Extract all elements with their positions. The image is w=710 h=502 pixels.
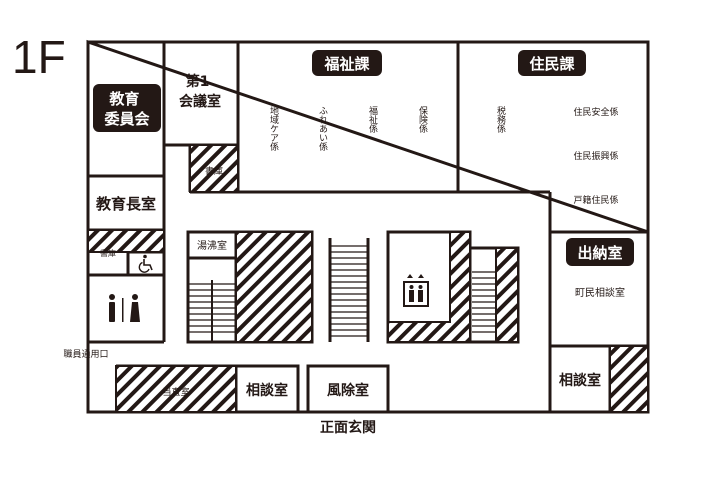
- section-chiiki-care: 地域ケア係: [268, 105, 279, 152]
- dept-tag-suito: 出納室: [566, 238, 634, 266]
- room-shoko-2: 書庫: [100, 248, 116, 258]
- dept-jumin-label: 住民課: [529, 55, 575, 73]
- hatch-right-bottom: [609, 345, 649, 413]
- wheelchair-icon: [138, 254, 153, 273]
- section-fukushi: 福祉係: [367, 105, 378, 134]
- section-jumin-anzen: 住民安全係: [573, 106, 618, 118]
- staff-entrance-label: 職員通用口: [63, 349, 108, 360]
- hatch-tochoku: [115, 365, 237, 413]
- room-fujo: 風除室: [327, 382, 369, 399]
- stairs-right: [472, 271, 496, 333]
- section-hoken: 保険係: [417, 105, 428, 134]
- section-zeimu: 税務係: [495, 105, 506, 134]
- section-jumin-shinko: 住民振興係: [573, 150, 618, 162]
- dept-kyoiku-iinkai-line1: 教育 委員会: [104, 90, 149, 128]
- dept-tag-kyoiku-iinkai: 教育 委員会: [93, 84, 161, 132]
- dept-tag-fukushi: 福祉課: [312, 50, 382, 76]
- room-chomin-sodan: 町民相談室: [575, 286, 625, 299]
- room-tochoku: 当直室: [162, 386, 189, 398]
- dept-tag-jumin: 住民課: [518, 50, 586, 76]
- stairs-left: [188, 280, 236, 342]
- section-fureai: ふれあい係: [317, 106, 328, 152]
- room-sodan-2: 相談室: [559, 372, 601, 389]
- elevator-icon: [403, 274, 429, 307]
- hatch-shoko-1: [189, 144, 239, 193]
- hatch-shoko-2: [87, 229, 165, 253]
- main-entrance-label: 正面玄関: [320, 419, 376, 436]
- floor-label: 1F: [12, 31, 66, 83]
- hatched-areas: [87, 144, 649, 413]
- room-shoko-1: 書庫: [205, 165, 223, 177]
- section-koseki: 戸籍住民係: [573, 194, 618, 206]
- room-kyoikucho: 教育長室: [95, 195, 156, 213]
- hatch-stair-right: [495, 247, 519, 343]
- room-yuwakashi: 湯沸室: [197, 239, 227, 252]
- room-kaigishitsu: 第1 会議室: [179, 73, 221, 110]
- restroom-icon: [109, 294, 140, 322]
- dept-suito-label: 出納室: [577, 244, 622, 262]
- hatch-elevator-wall: [387, 231, 471, 343]
- escalator: [330, 245, 368, 337]
- dept-fukushi-label: 福祉課: [323, 55, 370, 73]
- room-sodan-1: 相談室: [246, 382, 288, 399]
- walls: [86, 39, 650, 414]
- hatch-center: [235, 231, 313, 343]
